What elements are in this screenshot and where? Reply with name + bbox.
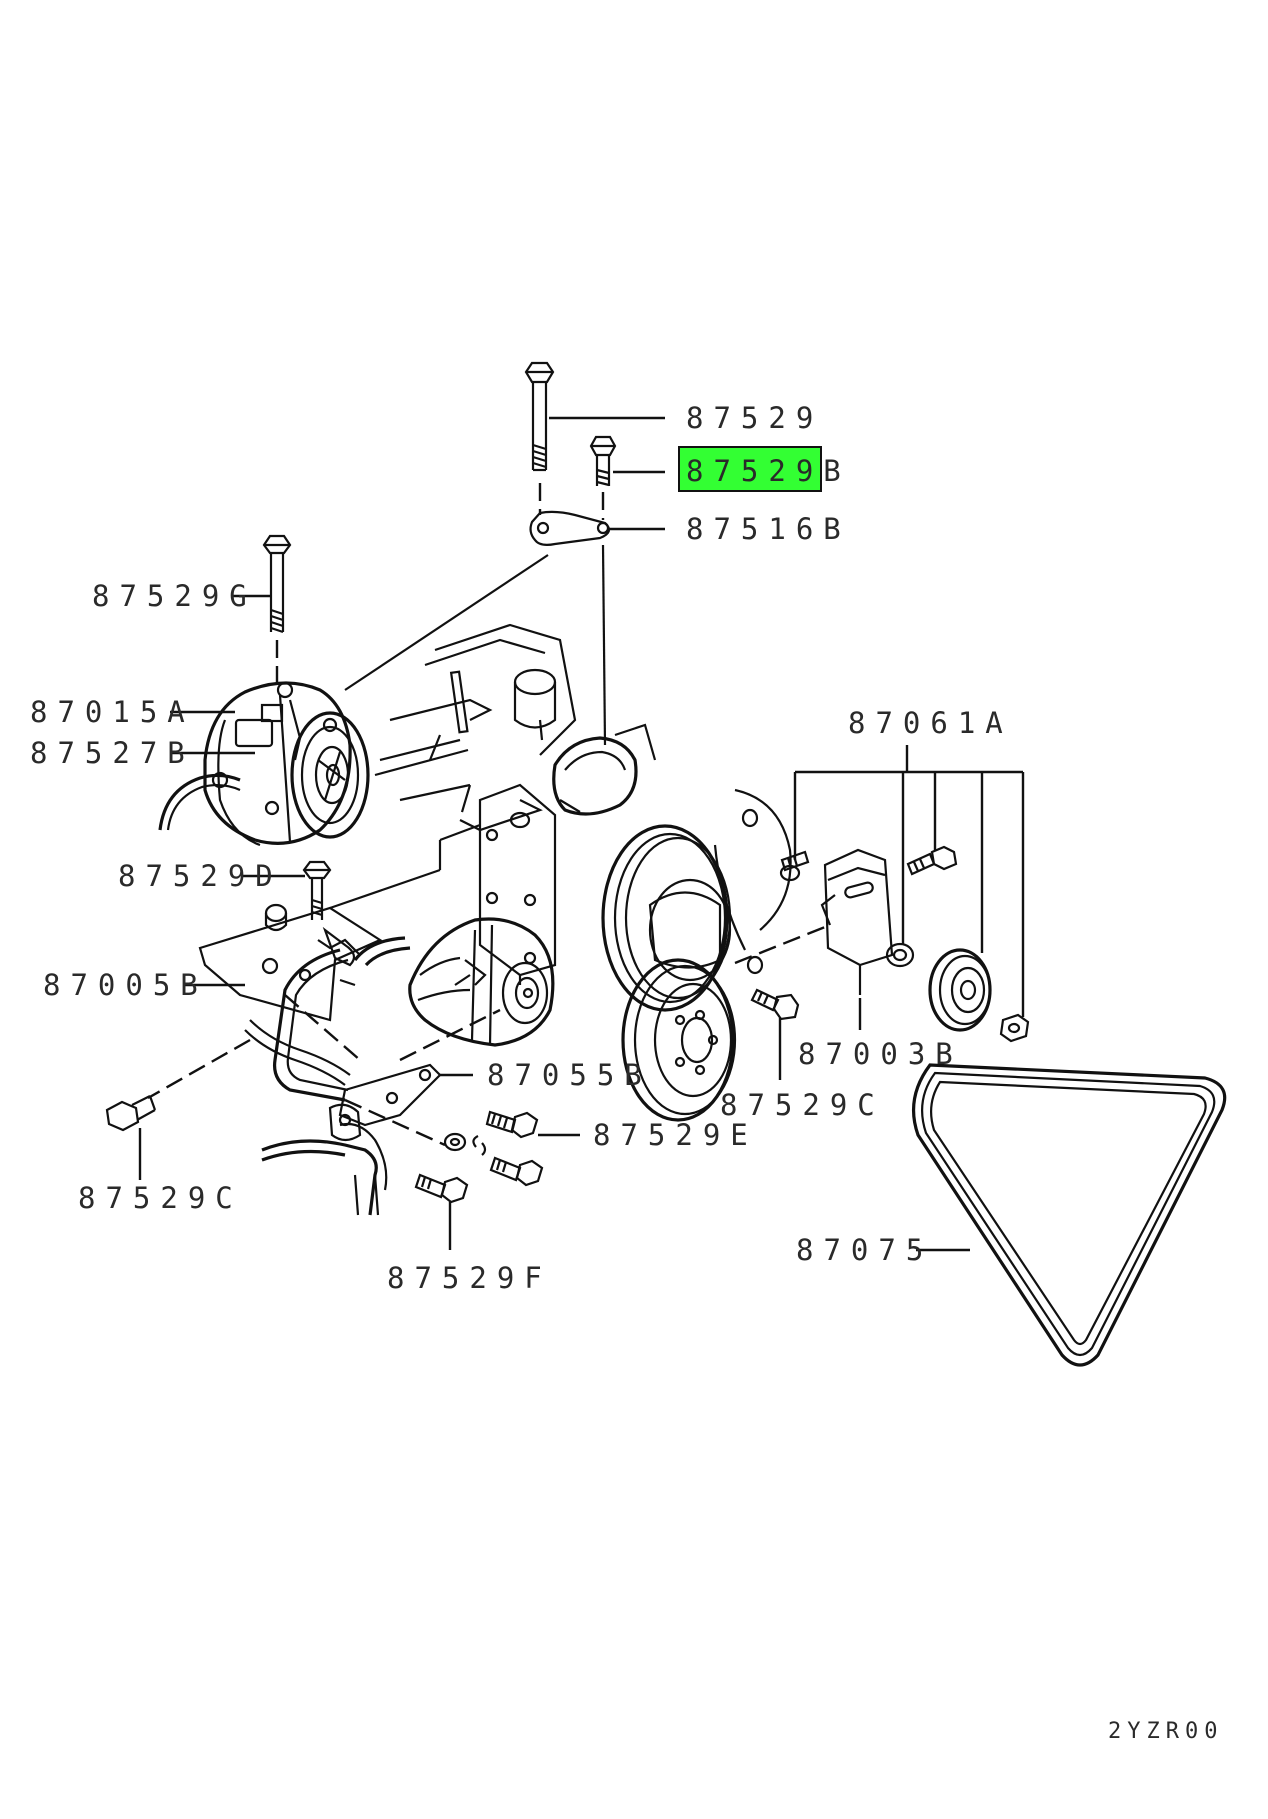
guide-line [601,544,607,746]
bolt-87529E[interactable] [485,1110,539,1139]
callout-87055B[interactable]: 87055B [487,1058,652,1092]
svg-text:87529G: 87529G [92,579,257,613]
highlight-box [678,446,822,492]
svg-text:87529C: 87529C [720,1088,885,1122]
bolt-87529C-right[interactable] [750,988,800,1021]
callout-87061A[interactable]: 87061A [848,706,1013,740]
alternator-pulley [621,958,737,1122]
bolt-87529C-left[interactable] [105,1095,157,1132]
svg-text:87527B: 87527B [30,736,195,770]
guide-line [329,868,441,910]
callout-87529B[interactable]: 87529B [686,454,851,488]
svg-text:87061A: 87061A [848,706,1013,740]
callout-87005B[interactable]: 87005B [43,968,208,1002]
leader-lines [138,416,1025,1252]
callout-labels: 87529 87529B 87516B 87529G 87015A 87527B… [30,401,1013,1295]
svg-text:87005B: 87005B [43,968,208,1002]
callout-87529G[interactable]: 87529G [92,579,257,613]
bolt-tensioner-2 [906,845,958,876]
svg-text:87015A: 87015A [30,695,195,729]
timing-cover-ring [713,788,792,975]
alignment-line [284,994,361,1061]
callout-87075[interactable]: 87075 [796,1233,933,1267]
ac-hose-assembly [244,936,411,1216]
svg-text:87529E: 87529E [593,1118,758,1152]
svg-text:87003B: 87003B [798,1037,963,1071]
alternator [408,917,555,1047]
callout-87529[interactable]: 87529 [686,401,823,435]
callout-87003B[interactable]: 87003B [798,1037,963,1071]
callout-87529C-left[interactable]: 87529C [78,1181,243,1215]
diagram-code: 2YZR00 [1108,1719,1223,1744]
callout-87529C-right[interactable]: 87529C [720,1088,885,1122]
svg-text:87055B: 87055B [487,1058,652,1092]
washer-pair [443,1132,487,1156]
idler-pulley [928,948,992,1032]
engine-block [374,623,657,832]
short-bolt-87529B[interactable] [589,435,617,487]
alignment-line [344,1098,446,1147]
gasket-87516B[interactable] [529,510,611,546]
guide-line [439,823,481,842]
bracket-plate-87005B[interactable] [198,903,383,1022]
svg-text:87075: 87075 [796,1233,933,1267]
bolt-87529G[interactable] [262,534,292,634]
bracket-87055B[interactable] [328,1063,442,1142]
bolt-lower-right [489,1156,544,1187]
callout-87527B[interactable]: 87527B [30,736,195,770]
callout-87529D[interactable]: 87529D [118,859,283,893]
callout-87529F[interactable]: 87529F [387,1261,552,1295]
tensioner-bracket-87003B[interactable] [820,848,894,995]
svg-text:87529: 87529 [686,401,823,435]
guide-line [344,554,549,691]
callout-87015A[interactable]: 87015A [30,695,195,729]
svg-text:87529F: 87529F [387,1261,552,1295]
bolt-87529C-left-centerline [147,1038,251,1100]
svg-text:87529D: 87529D [118,859,283,893]
alignment-line [734,923,831,965]
alignment-line [399,1008,501,1062]
callout-87516B[interactable]: 87516B [686,512,851,546]
bolt-87529D[interactable] [302,860,356,967]
crankshaft-pulley [601,824,732,1012]
svg-text:87529C: 87529C [78,1181,243,1215]
spacer-collar [885,942,915,968]
center-mount-plate [478,783,557,985]
svg-text:87529B: 87529B [686,454,851,488]
callout-87529E[interactable]: 87529E [593,1118,758,1152]
idler-nut [999,1013,1030,1043]
long-bolt-87529[interactable] [524,361,555,472]
bolt-87529F[interactable] [414,1173,469,1204]
svg-text:87516B: 87516B [686,512,851,546]
ac-compressor-87015A[interactable] [158,681,370,847]
v-belt-87075[interactable] [911,1063,1227,1367]
